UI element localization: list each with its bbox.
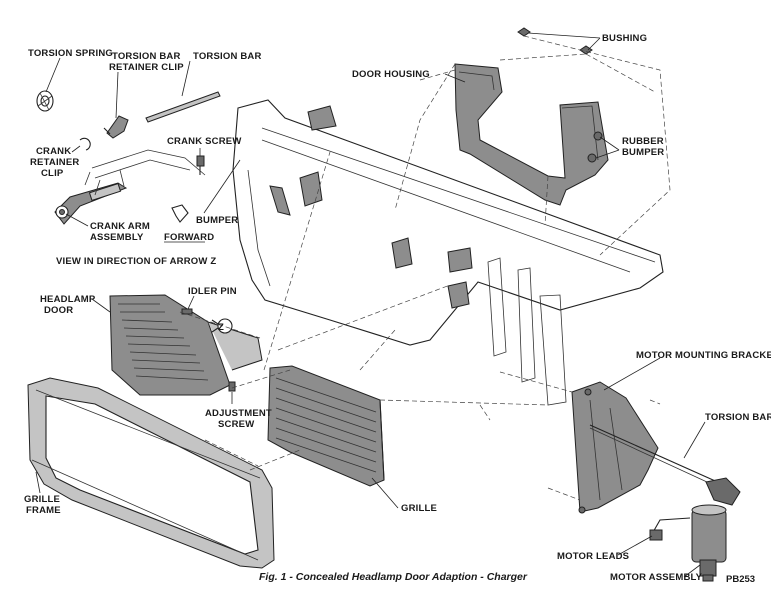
label-rubber-bumper-line2: BUMPER [622, 147, 664, 158]
label-grille: GRILLE [401, 503, 437, 514]
label-crank-retainer-clip-line3: CLIP [41, 168, 64, 179]
label-torsion-bar-retainer-clip-line1: TORSION BAR [112, 51, 181, 62]
label-crank-screw: CRANK SCREW [167, 136, 242, 147]
leader-lines [35, 32, 706, 578]
label-bumper: BUMPER [196, 215, 238, 226]
label-door-housing: DOOR HOUSING [352, 69, 430, 80]
label-idler-pin: IDLER PIN [188, 286, 237, 297]
label-grille-frame-line2: FRAME [26, 505, 61, 516]
label-adjustment-screw-line2: SCREW [218, 419, 254, 430]
crank-screw-part [196, 155, 205, 175]
crank-arm-assembly-part [54, 182, 128, 225]
label-bushing: BUSHING [602, 33, 647, 44]
torsion-spring-part [36, 90, 54, 112]
assembly-phantom-lines [179, 151, 661, 501]
label-motor-assembly: MOTOR ASSEMBLY [610, 572, 703, 583]
label-grille-frame-line1: GRILLE [24, 494, 60, 505]
motor-leads-part [649, 517, 691, 541]
torsion-bar-part-right [589, 424, 723, 489]
adjustment-screw-part [228, 381, 236, 392]
label-headlamp-door-line1: HEADLAMP [40, 294, 96, 305]
label-torsion-bar-retainer-clip-line2: RETAINER CLIP [109, 62, 184, 73]
label-crank-arm-assembly-line2: ASSEMBLY [90, 232, 144, 243]
arrow-z-marker-icon [211, 318, 233, 334]
label-motor-leads: MOTOR LEADS [557, 551, 629, 562]
label-forward: FORWARD [164, 232, 214, 243]
motor-assembly-part [691, 477, 741, 582]
grille-part [267, 365, 385, 487]
label-torsion-spring: TORSION SPRING [28, 48, 113, 59]
label-arrow-z-marker: Z [218, 322, 224, 333]
label-crank-retainer-clip-line2: RETAINER [30, 157, 79, 168]
label-crank-arm-assembly-line1: CRANK ARM [90, 221, 150, 232]
motor-mounting-bracket-part [571, 381, 659, 514]
headlamp-door-part [109, 294, 263, 396]
inset-linkage-lines [84, 149, 206, 196]
door-housing-phantom-lines [394, 35, 671, 256]
label-torsion-bar-right: TORSION BAR [705, 412, 771, 423]
label-headlamp-door-line2: DOOR [44, 305, 73, 316]
rubber-bumper-part [587, 131, 603, 163]
crank-retainer-clip-part [79, 137, 91, 151]
label-view-arrow-z: VIEW IN DIRECTION OF ARROW Z [56, 256, 216, 267]
callout-labels: TORSION SPRING TORSION BAR RETAINER CLIP… [24, 33, 771, 583]
door-housing-part [454, 63, 609, 206]
label-rubber-bumper-line1: RUBBER [622, 136, 664, 147]
torsion-bar-part-inset [145, 91, 221, 123]
grille-frame-part [27, 377, 275, 569]
bumper-part [232, 99, 664, 406]
figure-code: PB253 [726, 574, 755, 585]
forward-arrow-icon [164, 204, 205, 243]
torsion-bar-retainer-clip-part [103, 115, 129, 139]
figure-caption: Fig. 1 - Concealed Headlamp Door Adaptio… [259, 571, 528, 583]
idler-pin-part [181, 308, 193, 315]
label-adjustment-screw-line1: ADJUSTMENT [205, 408, 272, 419]
label-crank-retainer-clip-line1: CRANK [36, 146, 71, 157]
label-torsion-bar-top: TORSION BAR [193, 51, 262, 62]
label-motor-mounting-bracket: MOTOR MOUNTING BRACKET [636, 350, 771, 361]
